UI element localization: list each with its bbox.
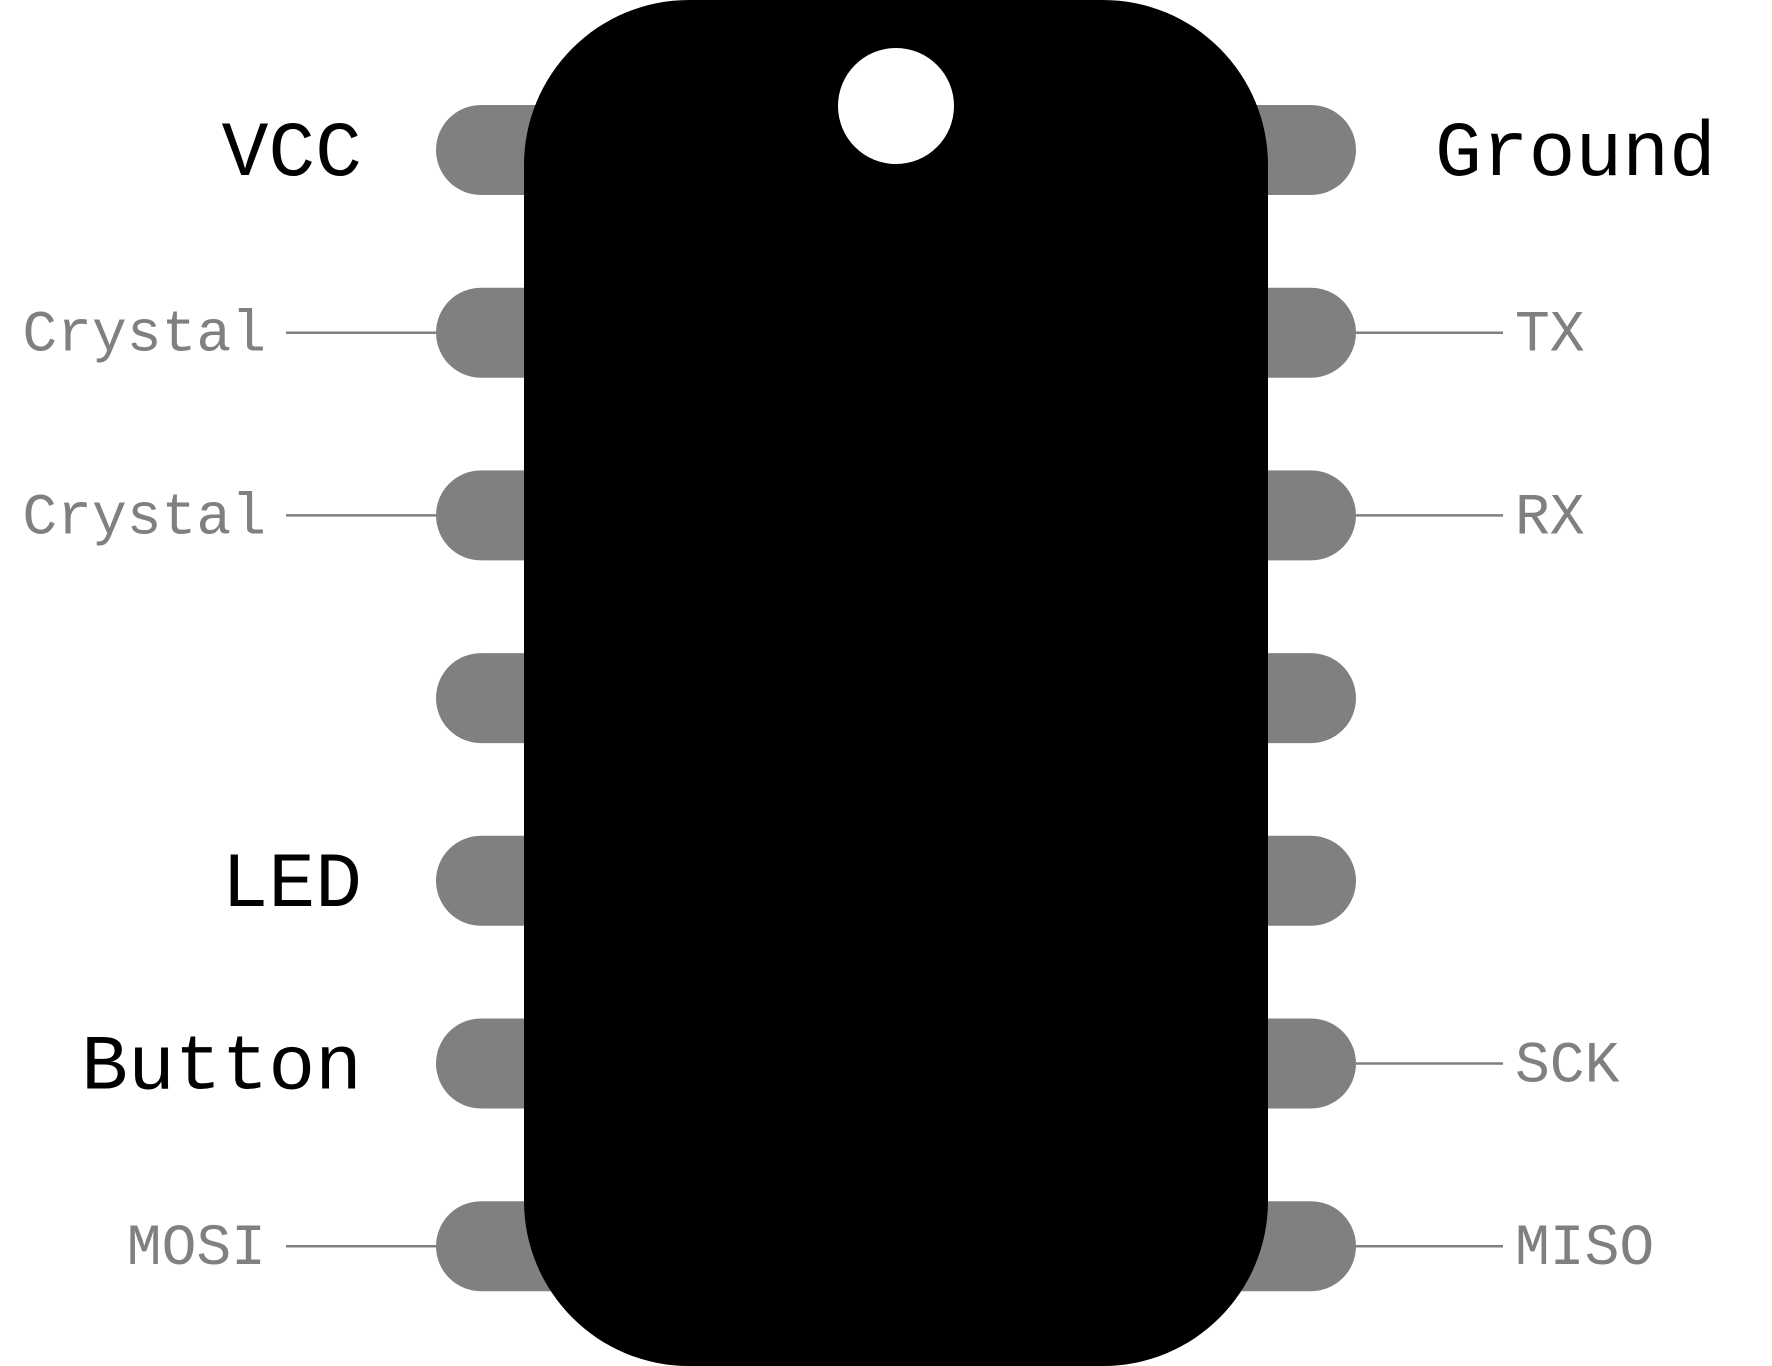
pin1-notch-icon <box>838 48 954 164</box>
leader-lines-layer <box>286 331 1503 1248</box>
right-pin-label-2: TX <box>1515 304 1585 369</box>
left-pin-label-6: Button <box>81 1025 362 1113</box>
left-pin-label-5: LED <box>222 842 362 930</box>
chip-body <box>524 0 1268 1366</box>
pin-labels-layer: VCCCrystalCrystalLEDButtonMOSIGroundTXRX… <box>22 111 1716 1282</box>
left-pin-label-3: Crystal <box>22 486 266 551</box>
right-pin-label-3: RX <box>1515 486 1585 551</box>
right-pin-label-1: Ground <box>1435 111 1716 199</box>
left-pin-label-2: Crystal <box>22 304 266 369</box>
left-pin-label-7: MOSI <box>127 1217 266 1282</box>
left-pin-label-1: VCC <box>222 111 362 199</box>
right-pin-label-6: SCK <box>1515 1035 1620 1100</box>
right-pin-label-7: MISO <box>1515 1217 1654 1282</box>
